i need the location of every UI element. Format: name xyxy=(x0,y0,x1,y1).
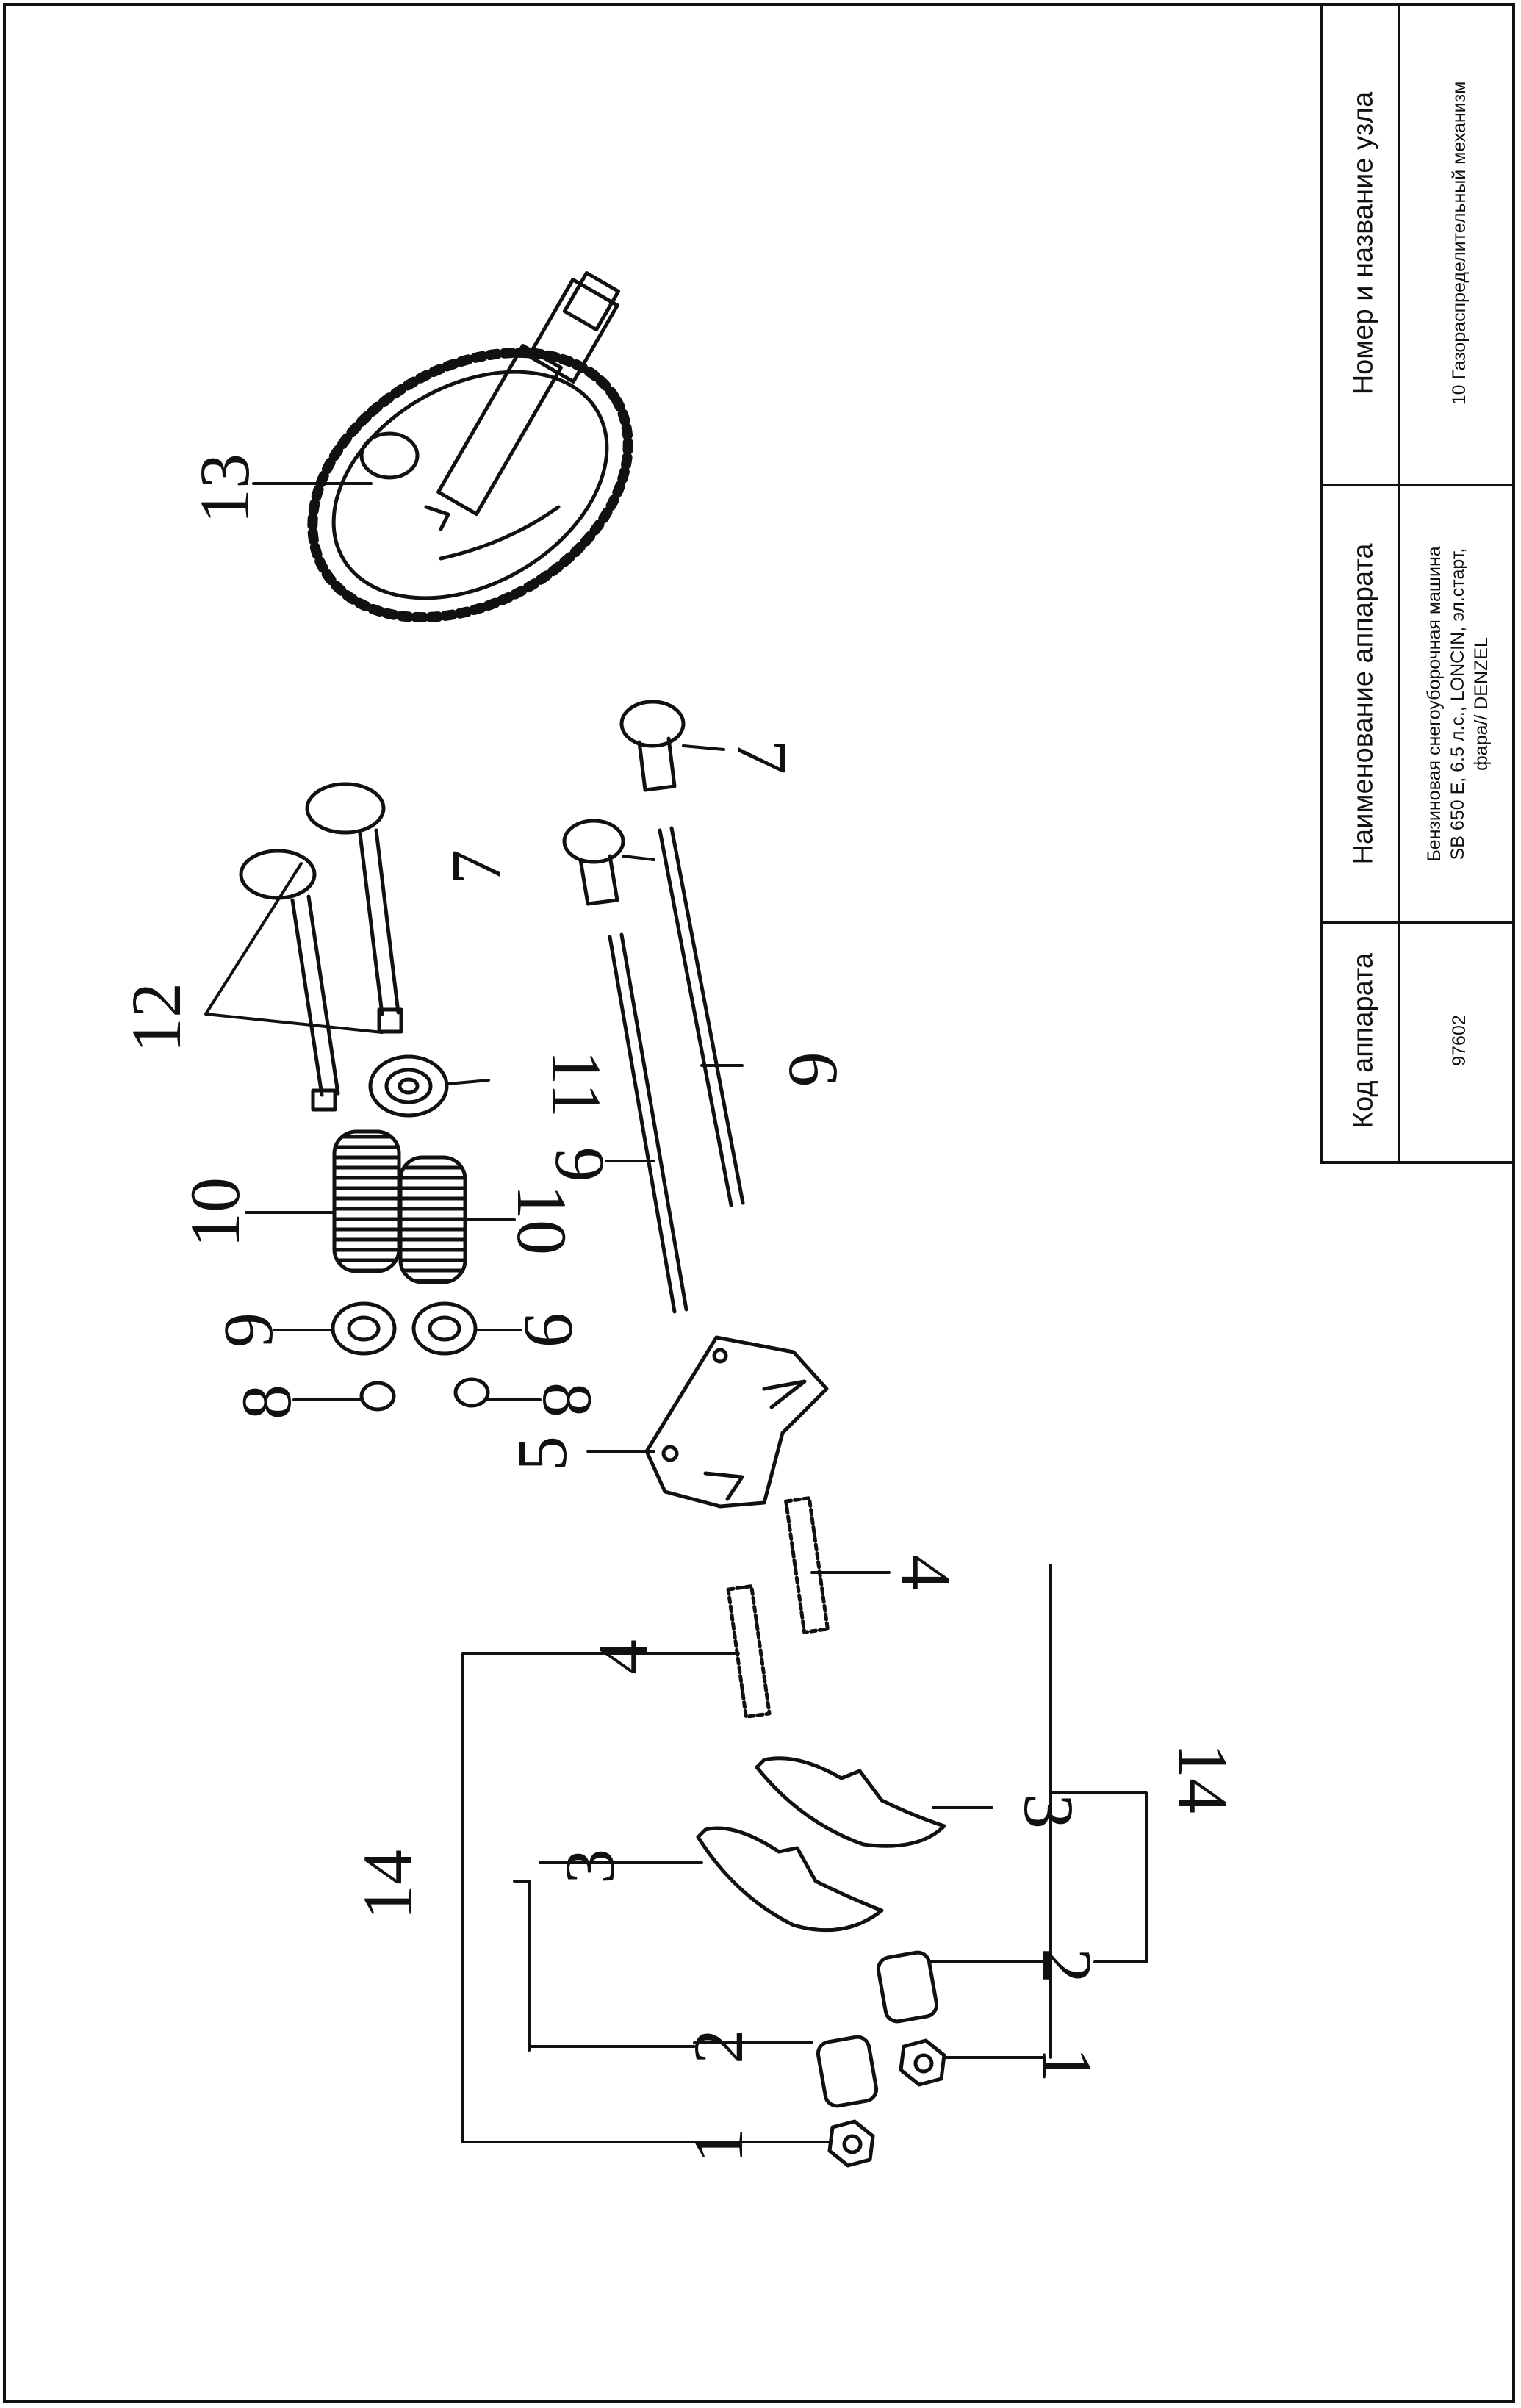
rocker-stud xyxy=(726,1496,830,1719)
device-code-value: 97602 xyxy=(1449,1015,1470,1066)
callout-14: 14 xyxy=(348,1850,427,1920)
callout-3: 3 xyxy=(1010,1794,1088,1829)
camshaft-gear xyxy=(307,271,633,623)
guide-plate xyxy=(644,1335,829,1509)
callout-4: 4 xyxy=(583,1639,662,1675)
callout-12: 12 xyxy=(117,982,195,1053)
callout-labels: 13 12 11 10 10 9 9 8 8 7 7 6 6 5 4 4 3 3… xyxy=(117,453,1243,2163)
callout-5: 5 xyxy=(503,1436,581,1471)
push-rod xyxy=(608,826,745,1314)
callout-11: 11 xyxy=(537,1050,616,1118)
nut xyxy=(827,2038,946,2168)
device-name-line-1: Бензиновая снегоуборочная машина xyxy=(1424,546,1445,862)
callout-8: 8 xyxy=(227,1384,306,1420)
callout-7: 7 xyxy=(723,739,802,774)
callout-13: 13 xyxy=(185,453,264,524)
title-block-divider xyxy=(1323,484,1515,486)
exploded-view-diagram: 13 12 11 10 10 9 9 8 8 7 7 6 6 5 4 4 3 3… xyxy=(117,271,1243,2168)
drawing-frame xyxy=(3,3,1515,2403)
valve xyxy=(239,782,403,1112)
spring-cap xyxy=(368,1054,449,1118)
callout-10: 10 xyxy=(176,1177,254,1248)
callout-7: 7 xyxy=(436,849,515,885)
title-block: Код аппарата Наименование аппарата Номер… xyxy=(1320,3,1515,1164)
callout-9: 9 xyxy=(510,1312,589,1348)
callout-8: 8 xyxy=(528,1382,607,1417)
title-block-header-column xyxy=(1323,3,1400,1161)
callout-3: 3 xyxy=(550,1849,629,1884)
header-device-name: Наименование аппарата xyxy=(1348,543,1379,865)
rocker-arm xyxy=(696,1756,946,1933)
callout-10: 10 xyxy=(503,1185,581,1255)
assembly-name-value: 10 Газораспределительный механизм xyxy=(1449,81,1470,406)
spring-retainer xyxy=(331,1301,478,1356)
callout-9: 9 xyxy=(209,1312,287,1348)
header-device-code: Код аппарата xyxy=(1348,952,1379,1129)
header-assembly-name: Номер и название узла xyxy=(1348,91,1379,395)
callout-6: 6 xyxy=(774,1052,853,1087)
leader-lines xyxy=(204,482,1148,2143)
callout-2: 2 xyxy=(679,2029,758,2064)
valve-spring xyxy=(332,1129,467,1284)
callout-14: 14 xyxy=(1164,1743,1243,1814)
callout-1: 1 xyxy=(679,2128,758,2163)
title-block-divider xyxy=(1323,921,1515,924)
callout-4: 4 xyxy=(887,1555,966,1590)
tappet xyxy=(562,700,686,906)
callout-1: 1 xyxy=(1028,2047,1107,2082)
adjuster xyxy=(816,1950,939,2108)
callout-6: 6 xyxy=(539,1147,618,1182)
device-name-line-3: фара// DENZEL xyxy=(1471,637,1492,771)
device-name-line-2: SB 650 E, 6.5 л.с., LONCIN, эл.старт, xyxy=(1448,547,1468,860)
callout-2: 2 xyxy=(1028,1948,1107,1983)
valve-cotter xyxy=(359,1377,490,1412)
